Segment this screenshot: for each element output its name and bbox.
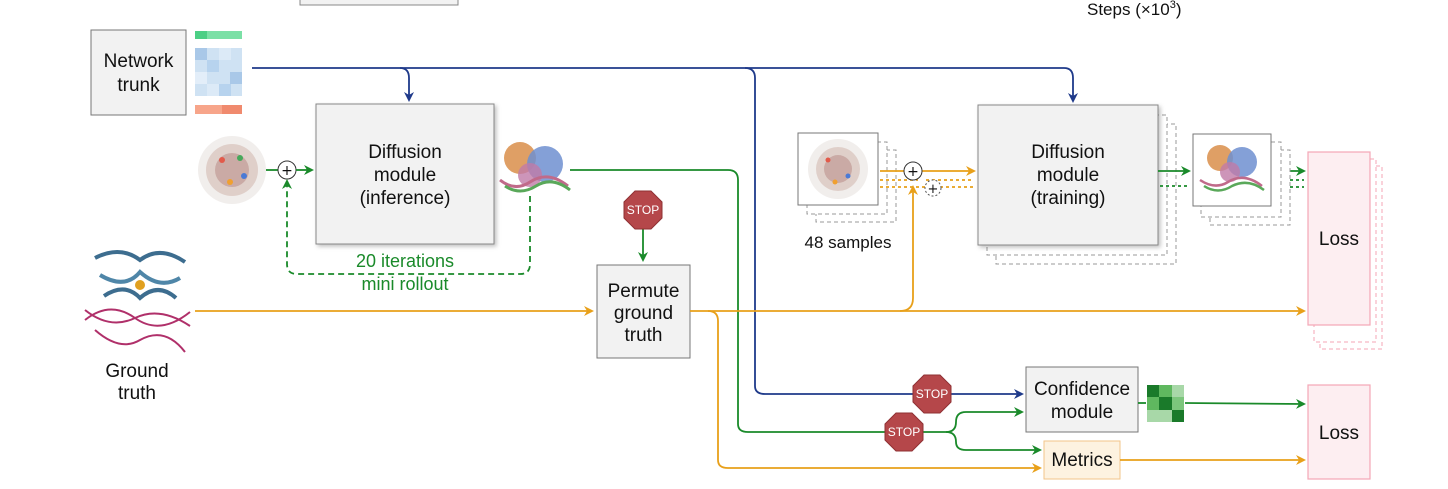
ground-truth-structure-icon <box>84 250 191 353</box>
samples-label: 48 samples <box>805 233 892 252</box>
loss-top-node: Loss <box>1307 151 1383 350</box>
truth-to-metrics-arrow <box>707 310 1042 473</box>
inference-to-metrics-line <box>570 169 887 433</box>
trunk-embedding-icon <box>195 31 242 114</box>
ground-truth-label-2: truth <box>118 383 156 404</box>
svg-text:+: + <box>907 164 919 180</box>
steps-axis-label: Steps (×103) <box>1087 0 1182 19</box>
diffusion-inference-label-2: module <box>374 165 436 186</box>
loss-bottom-label: Loss <box>1319 423 1359 444</box>
mini-rollout-label: mini rollout <box>361 274 448 294</box>
stop-sign-gradient-2: STOP <box>912 374 952 414</box>
inference-output-connections <box>570 169 1042 455</box>
diffusion-training-label-3: (training) <box>1031 188 1106 209</box>
predicted-samples-stack <box>1192 133 1291 226</box>
trunk-to-inference-arrow <box>252 67 414 102</box>
svg-text:+: + <box>928 182 939 197</box>
permute-ground-truth-node: Permute ground truth <box>596 264 691 359</box>
svg-text:STOP: STOP <box>916 387 948 401</box>
svg-text:+: + <box>281 163 293 179</box>
diffusion-training-node: Diffusion module (training) <box>977 104 1177 265</box>
trunk-to-confidence-arrow <box>744 67 1024 399</box>
permute-label-3: truth <box>624 325 662 346</box>
iterations-label: 20 iterations <box>356 251 454 271</box>
confidence-label-2: module <box>1051 402 1113 423</box>
metrics-node: Metrics <box>1043 440 1121 480</box>
permute-label-2: ground <box>614 303 673 324</box>
to-confidence-arrow <box>921 407 1024 433</box>
confidence-module-node: Confidence module <box>1025 366 1139 433</box>
network-trunk-label-1: Network <box>104 51 174 72</box>
pair-representation-icon <box>195 48 242 96</box>
diffusion-inference-label-1: Diffusion <box>368 142 442 163</box>
noise-samples-stack <box>797 132 897 223</box>
stop-sign-gradient-3: STOP <box>884 412 924 452</box>
truth-to-noise-arrow <box>899 185 918 312</box>
stop-sign-gradient-1: STOP <box>623 190 663 230</box>
network-trunk-label-2: trunk <box>117 75 160 96</box>
loss-top-label: Loss <box>1319 229 1359 250</box>
diffusion-training-label-2: module <box>1037 165 1099 186</box>
predicted-structure-icon <box>499 142 571 193</box>
confidence-to-loss-arrow <box>1184 398 1306 409</box>
svg-text:STOP: STOP <box>888 425 920 439</box>
ground-truth-label-1: Ground <box>105 361 168 382</box>
partial-top-box <box>299 0 459 6</box>
confidence-label-1: Confidence <box>1034 379 1130 400</box>
svg-text:STOP: STOP <box>627 203 659 217</box>
permute-label-1: Permute <box>608 281 680 302</box>
noise-cloud-inference <box>198 136 266 204</box>
permuted-truth-connections <box>690 185 1306 473</box>
loss-bottom-node: Loss <box>1307 384 1371 480</box>
trunk-to-training-arrow <box>400 67 1078 103</box>
confidence-matrix-icon <box>1147 385 1184 422</box>
diffusion-training-label-1: Diffusion <box>1031 142 1105 163</box>
mini-rollout-loop <box>282 179 531 275</box>
add-noise-node-inference: + <box>277 160 297 180</box>
network-trunk-node: Network trunk <box>90 29 187 116</box>
noise-to-diffusion-connections <box>880 166 976 188</box>
diffusion-inference-node: Diffusion module (inference) <box>315 103 495 245</box>
to-metrics-arrow <box>945 431 1042 455</box>
trunk-connections <box>252 67 1078 399</box>
metrics-label: Metrics <box>1051 450 1112 471</box>
add-noise-node-training: + + <box>903 161 942 197</box>
diffusion-inference-label-3: (inference) <box>360 188 451 209</box>
